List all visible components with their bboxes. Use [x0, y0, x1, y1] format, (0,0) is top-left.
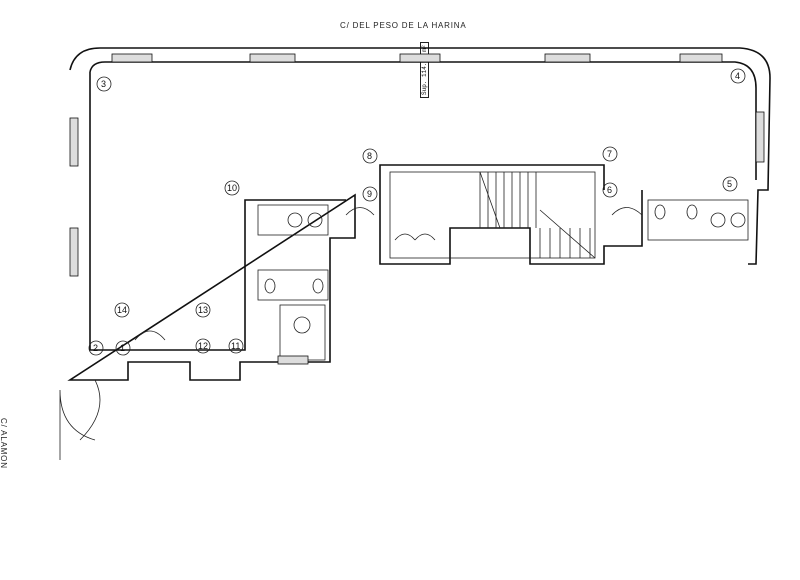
svg-text:1: 1	[120, 343, 125, 353]
column-tag-6: 6	[602, 182, 618, 198]
column-tag-1: 1	[115, 340, 131, 356]
column-tag-14: 14	[114, 302, 130, 318]
restroom-block-right	[647, 199, 749, 241]
svg-text:9: 9	[367, 189, 372, 199]
column-tag-3: 3	[96, 76, 112, 92]
column-tag-4: 4	[730, 68, 746, 84]
svg-text:11: 11	[231, 341, 240, 351]
window-row-left	[69, 111, 765, 277]
restroom-block-left	[257, 204, 329, 365]
column-tag-10: 10	[224, 180, 240, 196]
inner-wall-left	[89, 61, 757, 351]
column-tag-5: 5	[722, 176, 738, 192]
svg-text:7: 7	[607, 149, 612, 159]
column-tag-11: 11	[228, 338, 244, 354]
column-tag-7: 7	[602, 146, 618, 162]
svg-text:10: 10	[227, 183, 237, 193]
svg-text:12: 12	[198, 341, 208, 351]
street-name-top: C/ DEL PESO DE LA HARINA	[340, 21, 467, 30]
staircase	[389, 171, 596, 259]
outer-wall	[67, 47, 771, 381]
door-swings	[59, 207, 643, 460]
column-tag-9: 9	[362, 186, 378, 202]
svg-text:6: 6	[607, 185, 612, 195]
column-tag-2: 2	[88, 340, 104, 356]
svg-text:5: 5	[727, 179, 732, 189]
svg-text:14: 14	[117, 305, 127, 315]
svg-text:4: 4	[735, 71, 740, 81]
column-tag-12: 12	[195, 338, 211, 354]
window-row-top	[111, 53, 723, 63]
svg-text:13: 13	[198, 305, 208, 315]
column-tag-8: 8	[362, 148, 378, 164]
column-tag-13: 13	[195, 302, 211, 318]
svg-text:8: 8	[367, 151, 372, 161]
column-tags: 1 2 3 4 5 6 7 8 9 10 11 12 13 14	[88, 68, 746, 356]
svg-text:2: 2	[93, 343, 98, 353]
svg-text:3: 3	[101, 79, 106, 89]
